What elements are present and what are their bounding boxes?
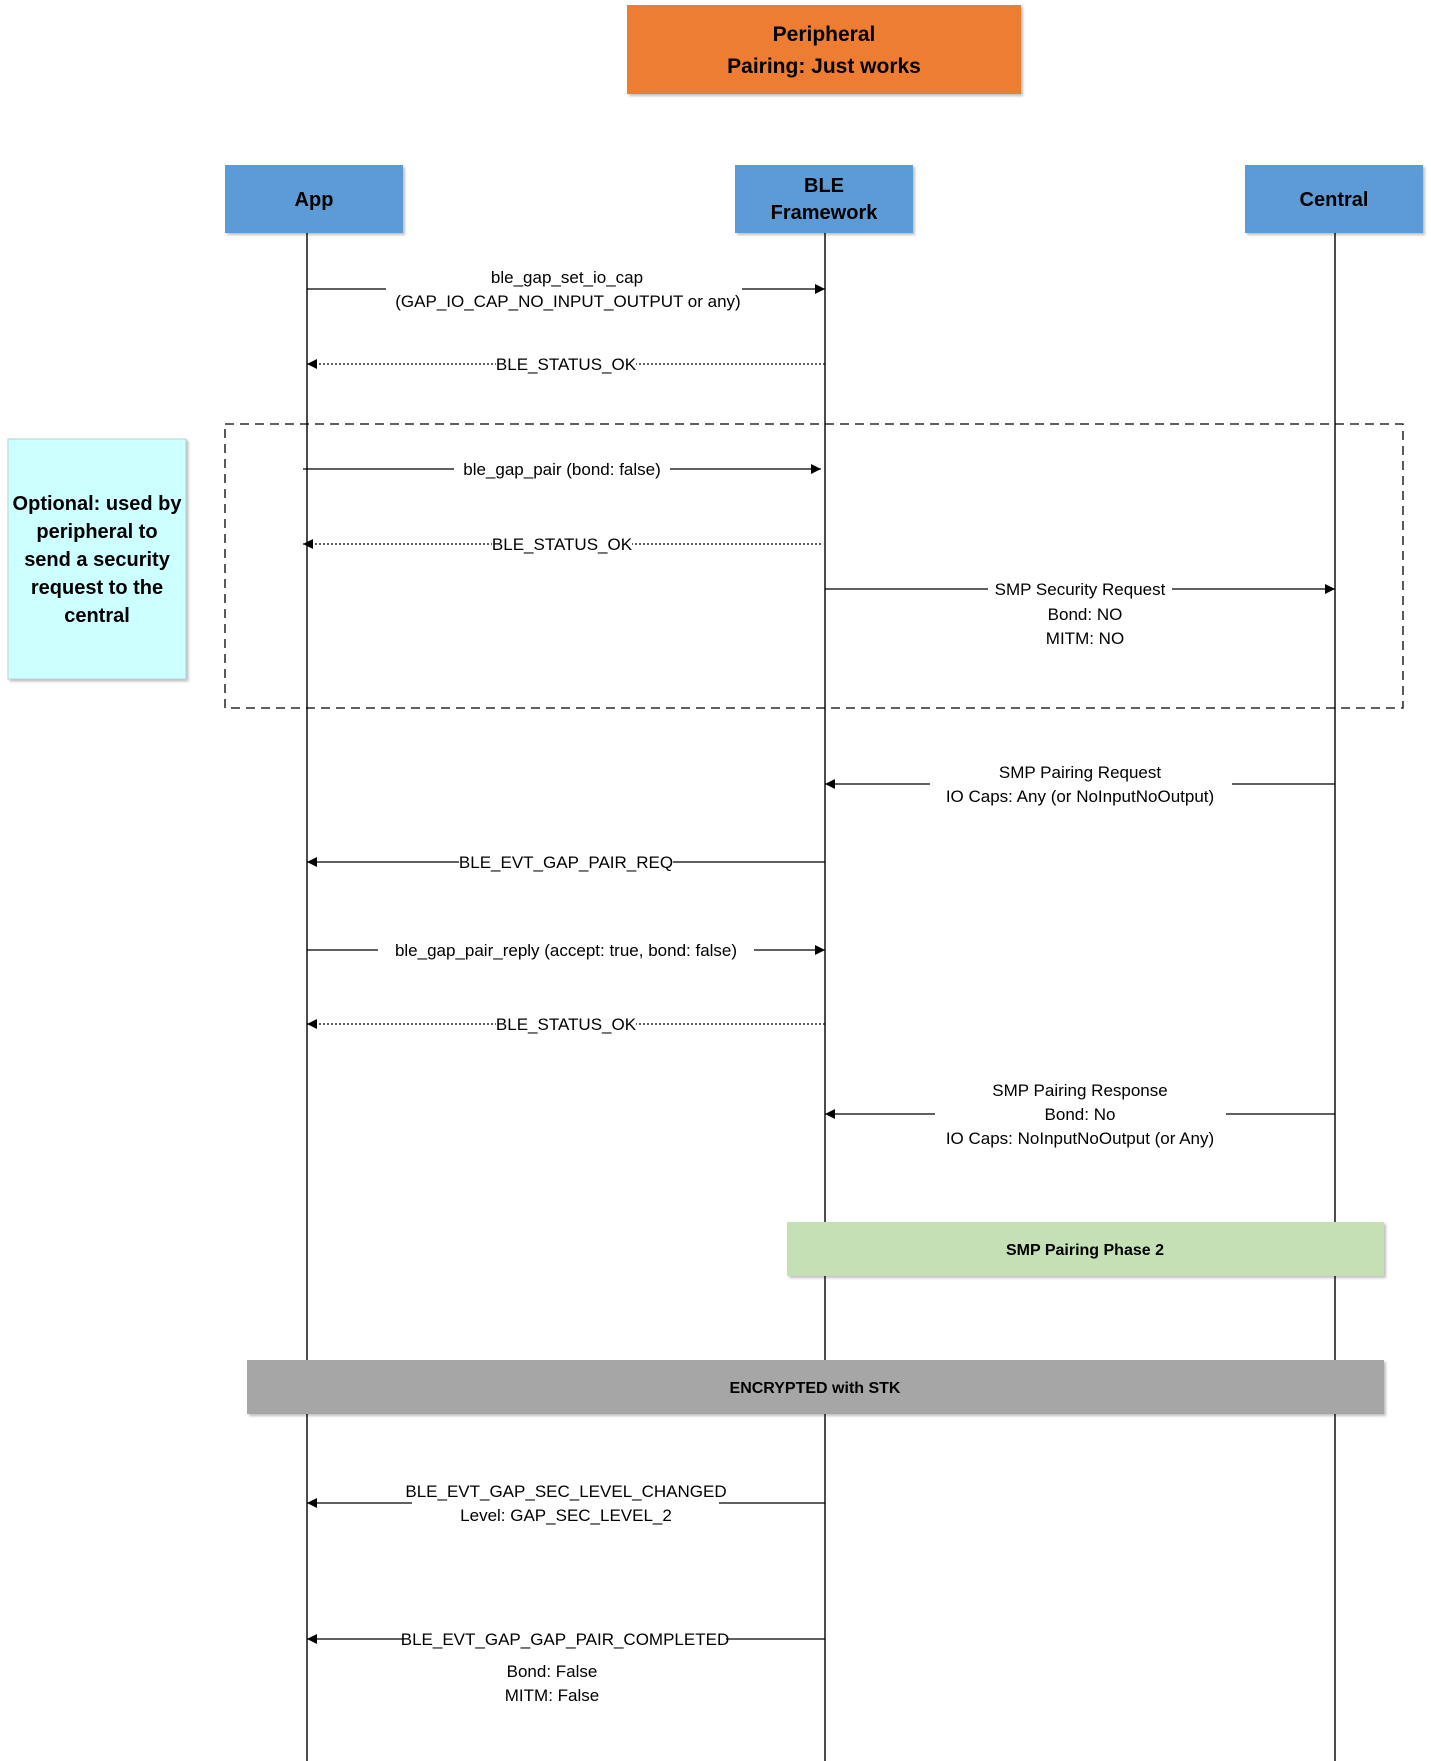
optional-note-line-5: central <box>64 605 130 627</box>
message-status-ok-3-label: BLE_STATUS_OK <box>496 1015 637 1034</box>
message-evt-sec-level-changed-label-2: Level: GAP_SEC_LEVEL_2 <box>460 1506 672 1525</box>
message-evt-pair-completed-label-3: MITM: False <box>505 1686 599 1705</box>
message-smp-pairing-request-label-2: IO Caps: Any (or NoInputNoOutput) <box>946 787 1214 806</box>
message-set-io-cap: ble_gap_set_io_cap (GAP_IO_CAP_NO_INPUT_… <box>307 268 825 311</box>
message-status-ok-1: BLE_STATUS_OK <box>307 353 825 375</box>
smp-pairing-phase-2-box: SMP Pairing Phase 2 <box>787 1222 1384 1276</box>
message-smp-security-request: SMP Security Request Bond: NO MITM: NO <box>825 578 1335 648</box>
message-smp-security-request-label-1: SMP Security Request <box>995 580 1166 599</box>
message-smp-security-request-label-3: MITM: NO <box>1046 629 1124 648</box>
message-status-ok-2: BLE_STATUS_OK <box>303 533 821 555</box>
message-status-ok-3: BLE_STATUS_OK <box>307 1013 825 1035</box>
message-smp-pairing-response-label-3: IO Caps: NoInputNoOutput (or Any) <box>946 1129 1214 1148</box>
message-set-io-cap-label-2: (GAP_IO_CAP_NO_INPUT_OUTPUT or any) <box>395 292 740 311</box>
title-line-1: Peripheral <box>773 23 876 46</box>
optional-note-line-2: peripheral to <box>36 521 157 543</box>
message-smp-pairing-response-label-1: SMP Pairing Response <box>992 1081 1167 1100</box>
participant-app-label: App <box>295 189 334 211</box>
message-evt-pair-req-label: BLE_EVT_GAP_PAIR_REQ <box>459 853 673 872</box>
message-smp-pairing-response-label-2: Bond: No <box>1045 1105 1116 1124</box>
message-gap-pair-label: ble_gap_pair (bond: false) <box>463 460 661 479</box>
smp-pairing-phase-2-label: SMP Pairing Phase 2 <box>1006 1242 1164 1259</box>
participant-central: Central <box>1245 165 1423 233</box>
message-status-ok-1-label: BLE_STATUS_OK <box>496 355 637 374</box>
message-status-ok-2-label: BLE_STATUS_OK <box>492 535 633 554</box>
encrypted-band-label: ENCRYPTED with STK <box>730 1380 901 1397</box>
message-smp-pairing-response: SMP Pairing Response Bond: No IO Caps: N… <box>825 1081 1335 1148</box>
message-evt-pair-completed: BLE_EVT_GAP_GAP_PAIR_COMPLETED Bond: Fal… <box>307 1628 825 1705</box>
message-pair-reply: ble_gap_pair_reply (accept: true, bond: … <box>307 939 825 961</box>
message-evt-pair-req: BLE_EVT_GAP_PAIR_REQ <box>307 851 825 873</box>
participant-app: App <box>225 165 403 233</box>
participant-central-label: Central <box>1300 189 1369 211</box>
message-pair-reply-label: ble_gap_pair_reply (accept: true, bond: … <box>395 941 737 960</box>
optional-note-line-1: Optional: used by <box>13 493 183 515</box>
participant-ble-label-line-2: Framework <box>771 202 879 224</box>
encrypted-band: ENCRYPTED with STK <box>247 1360 1384 1414</box>
message-gap-pair: ble_gap_pair (bond: false) <box>303 458 821 480</box>
participant-ble-framework: BLE Framework <box>735 165 913 233</box>
message-smp-pairing-request: SMP Pairing Request IO Caps: Any (or NoI… <box>825 763 1335 806</box>
optional-note-line-3: send a security <box>24 549 171 571</box>
message-set-io-cap-label-1: ble_gap_set_io_cap <box>491 268 643 287</box>
message-evt-sec-level-changed-label-1: BLE_EVT_GAP_SEC_LEVEL_CHANGED <box>405 1482 726 1501</box>
message-smp-pairing-request-label-1: SMP Pairing Request <box>999 763 1161 782</box>
message-evt-pair-completed-label-2: Bond: False <box>507 1662 598 1681</box>
optional-frame <box>224 423 1404 709</box>
message-evt-pair-completed-label-1: BLE_EVT_GAP_GAP_PAIR_COMPLETED <box>401 1630 729 1649</box>
title-box: Peripheral Pairing: Just works <box>627 5 1021 94</box>
title-line-2: Pairing: Just works <box>727 55 921 78</box>
message-smp-security-request-label-2: Bond: NO <box>1048 605 1123 624</box>
optional-note-line-4: request to the <box>31 577 163 599</box>
message-evt-sec-level-changed: BLE_EVT_GAP_SEC_LEVEL_CHANGED Level: GAP… <box>307 1482 825 1525</box>
optional-note: Optional: used by peripheral to send a s… <box>7 438 187 680</box>
participant-ble-label-line-1: BLE <box>804 175 844 197</box>
